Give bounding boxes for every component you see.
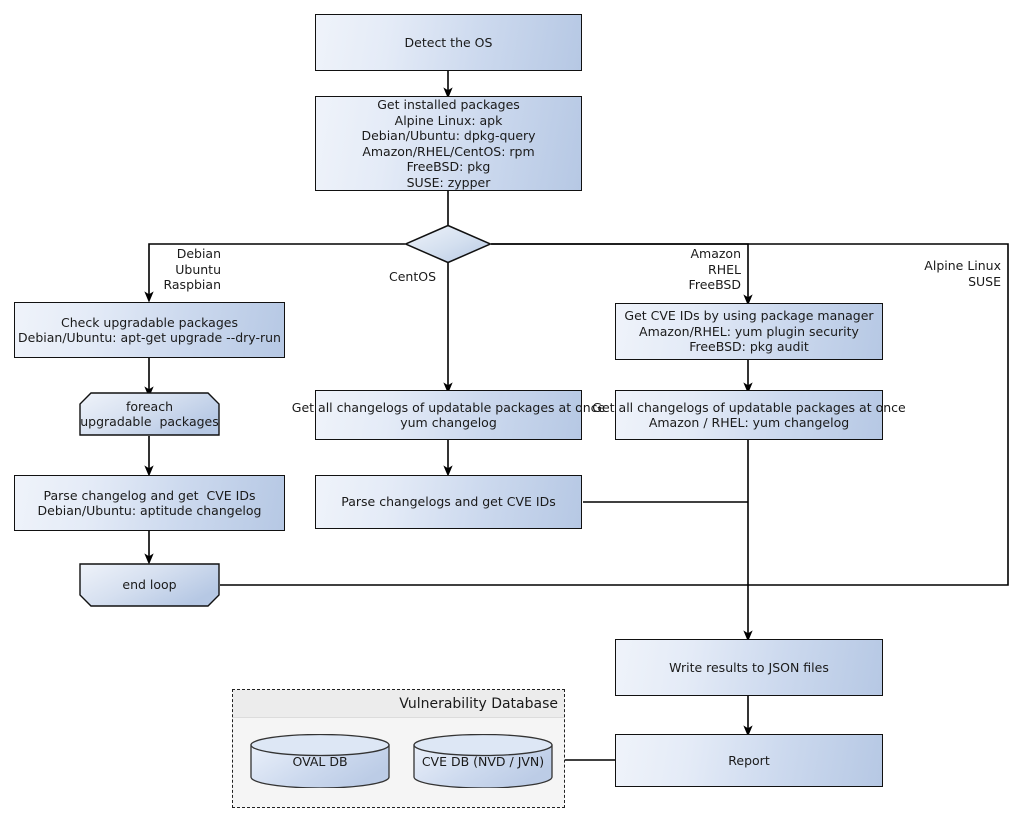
node-get-changelogs-rhel[interactable]: Get all changelogs of updatable packages… xyxy=(592,390,906,440)
database-cve-db[interactable]: CVE DB (NVD / JVN) xyxy=(413,733,553,789)
node-detect-os-label: Detect the OS xyxy=(404,34,493,50)
node-os-decision[interactable] xyxy=(403,224,493,264)
node-write-results-json[interactable]: Write results to JSON files xyxy=(615,639,883,696)
node-parse-changelog-debian[interactable]: Parse changelog and get CVE IDs Debian/U… xyxy=(14,475,285,531)
node-end-loop[interactable]: end loop xyxy=(79,563,220,607)
node-get-installed-packages-label: Get installed packages Alpine Linux: apk… xyxy=(361,97,536,190)
node-write-results-json-label: Write results to JSON files xyxy=(669,659,829,675)
branch-label-far-right: Alpine Linux SUSE xyxy=(924,258,1001,289)
node-parse-changelogs-centos[interactable]: Parse changelogs and get CVE IDs xyxy=(315,475,582,529)
node-get-cve-by-package-manager[interactable]: Get CVE IDs by using package manager Ama… xyxy=(615,303,883,360)
node-foreach-loop-start[interactable]: foreach upgradable packages xyxy=(79,392,220,436)
database-oval-db-label: OVAL DB xyxy=(292,754,348,770)
database-cve-db-label: CVE DB (NVD / JVN) xyxy=(421,754,545,770)
vulnerability-database-group: Vulnerability Database OVAL DB xyxy=(232,689,565,808)
node-parse-changelogs-centos-label: Parse changelogs and get CVE IDs xyxy=(341,494,556,510)
node-get-changelogs-rhel-label: Get all changelogs of updatable packages… xyxy=(592,399,906,431)
node-report[interactable]: Report xyxy=(615,734,883,787)
node-get-changelogs-centos[interactable]: Get all changelogs of updatable packages… xyxy=(292,390,605,440)
node-check-upgradable-packages[interactable]: Check upgradable packages Debian/Ubuntu:… xyxy=(14,302,285,358)
node-foreach-loop-start-label: foreach upgradable packages xyxy=(80,398,219,430)
node-detect-os[interactable]: Detect the OS xyxy=(315,14,582,71)
node-report-label: Report xyxy=(728,752,770,768)
loop-start-shape xyxy=(79,392,220,436)
cylinder-shape xyxy=(250,733,390,789)
cylinder-shape xyxy=(413,733,553,789)
database-oval-db[interactable]: OVAL DB xyxy=(250,733,390,789)
vulnerability-database-title: Vulnerability Database xyxy=(233,690,564,718)
node-check-upgradable-packages-label: Check upgradable packages Debian/Ubuntu:… xyxy=(18,314,281,346)
decision-diamond-shape xyxy=(403,224,493,264)
node-end-loop-label: end loop xyxy=(122,577,177,593)
branch-label-center: CentOS xyxy=(389,269,437,284)
node-parse-changelog-debian-label: Parse changelog and get CVE IDs Debian/U… xyxy=(37,487,262,519)
node-get-cve-by-package-manager-label: Get CVE IDs by using package manager Ama… xyxy=(624,308,874,355)
node-get-changelogs-centos-label: Get all changelogs of updatable packages… xyxy=(291,399,606,431)
branch-label-right: Amazon RHEL FreeBSD xyxy=(688,246,741,292)
branch-label-left: Debian Ubuntu Raspbian xyxy=(163,246,221,292)
vulnerability-database-title-label: Vulnerability Database xyxy=(399,695,558,712)
node-get-installed-packages[interactable]: Get installed packages Alpine Linux: apk… xyxy=(315,96,582,191)
loop-end-shape xyxy=(79,563,220,607)
